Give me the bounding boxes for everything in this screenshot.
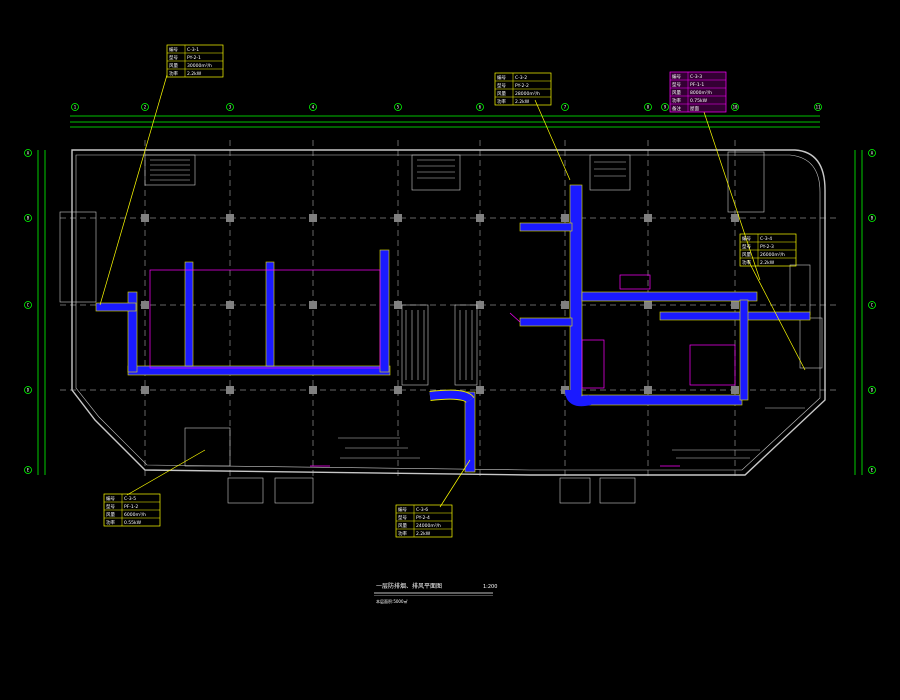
tag-field-label: 风量: [672, 89, 681, 96]
tag-field-label: 编号: [106, 495, 115, 502]
axis-labels-side: A A B B C C D D E E: [27, 151, 874, 473]
tag-field-value: PF-1-2: [124, 504, 138, 510]
tag-field-label: 功率: [106, 519, 115, 526]
tag-field-value: 6000m³/h: [124, 512, 146, 518]
axis-label-side: A: [871, 151, 874, 156]
exhaust-zones: [149, 269, 736, 467]
tag-field-value: C-3-4: [760, 236, 772, 242]
tag-field-value: C-3-2: [515, 75, 527, 81]
axis-label-top: 8: [647, 105, 650, 110]
axis-labels-top: 1 2 3 4 5 6 7 8 9 10 11: [74, 105, 821, 110]
tag-field-label: 型号: [672, 81, 681, 88]
tag-field-label: 风量: [497, 90, 506, 97]
tag-field-label: 功率: [672, 97, 681, 104]
tag-field-label: 备注: [672, 105, 681, 112]
tag-field-value: 30000m³/h: [187, 63, 212, 69]
columns: [141, 214, 739, 394]
leader-lines: [99, 74, 806, 508]
tag-field-value: PY-2-4: [416, 515, 430, 521]
tag-field-label: 功率: [497, 98, 506, 105]
drawing-title-block: 一层防排烟、排风平面图 1:200 本层面积:5000㎡: [374, 582, 497, 604]
axis-bubbles-top: [71, 103, 822, 111]
tag-right: 编号 C-3-4 型号 PY-2-3 风量 26000m³/h 功率 2.2kW: [739, 233, 797, 267]
axis-label-side: B: [27, 216, 30, 221]
tag-top-center: 编号 C-3-2 型号 PY-2-2 风量 28000m³/h 功率 2.2kW: [494, 72, 552, 106]
drawing-subtitle: 本层面积:5000㎡: [376, 598, 408, 604]
axis-label-top: 3: [229, 105, 232, 110]
tag-field-value: PY-2-2: [515, 83, 529, 89]
annotation-marks: [338, 407, 805, 459]
axis-label-side: D: [871, 388, 874, 393]
structural-grid: [60, 140, 840, 480]
equipment-tags: 编号 C-3-1 型号 PY-2-1 风量 30000m³/h 功率 2.2kW 编号 C-3-2…: [103, 44, 797, 538]
axis-label-side: D: [27, 388, 30, 393]
tag-field-value: 2.2kW: [187, 71, 202, 77]
tag-field-label: 型号: [169, 54, 178, 61]
tag-field-label: 功率: [169, 70, 178, 77]
tag-field-value: 24000m³/h: [416, 523, 441, 529]
tag-field-value: PY-2-3: [760, 244, 774, 250]
tag-field-value: 2.2kW: [515, 99, 530, 105]
tag-frame: [669, 71, 727, 113]
tag-field-label: 编号: [672, 73, 681, 80]
tag-field-label: 型号: [398, 514, 407, 521]
tag-field-label: 编号: [169, 46, 178, 53]
tag-field-value: 0.75kW: [690, 98, 708, 104]
tag-field-value: PF-1-1: [690, 82, 704, 88]
tag-field-value: 0.55kW: [124, 520, 142, 526]
tag-field-value: 2.2kW: [760, 260, 775, 266]
axis-label-top: 7: [564, 105, 567, 110]
axis-label-top: 10: [733, 105, 738, 110]
tag-field-value: 26000m³/h: [760, 252, 785, 258]
tag-bottom-left: 编号 C-3-5 型号 PF-1-2 风量 6000m³/h 功率 0.55kW: [103, 493, 161, 527]
tag-field-label: 型号: [742, 243, 751, 250]
axis-label-side: C: [871, 303, 874, 308]
tag-field-value: 28000m³/h: [515, 91, 540, 97]
axis-label-side: E: [871, 468, 874, 473]
axis-label-top: 2: [144, 105, 147, 110]
tag-field-label: 风量: [398, 522, 407, 529]
drawing-scale: 1:200: [483, 584, 497, 590]
axis-label-top: 6: [479, 105, 482, 110]
tag-field-value: C-3-5: [124, 496, 136, 502]
tag-top-right: 编号 C-3-3 型号 PF-1-1 风量 8000m³/h 功率 0.75kW 备注 屋面: [669, 71, 727, 113]
dimension-lines: [37, 115, 863, 475]
tag-field-label: 型号: [497, 82, 506, 89]
axis-label-top: 9: [664, 105, 667, 110]
axis-label-top: 11: [816, 105, 821, 110]
tag-field-label: 功率: [398, 530, 407, 537]
tag-field-label: 编号: [398, 506, 407, 513]
tag-field-value: C-3-3: [690, 74, 702, 80]
tag-field-value: C-3-1: [187, 47, 199, 53]
tag-field-value: PY-2-1: [187, 55, 201, 61]
tag-field-label: 功率: [742, 259, 751, 266]
tag-field-label: 风量: [169, 62, 178, 69]
axis-label-top: 4: [312, 105, 315, 110]
ducts: [95, 184, 811, 473]
tag-field-label: 编号: [742, 235, 751, 242]
axis-label-side: E: [27, 468, 30, 473]
tag-field-value: C-3-6: [416, 507, 428, 513]
axis-label-side: C: [27, 303, 30, 308]
drawing-title: 一层防排烟、排风平面图: [376, 582, 442, 590]
stair-cores: [59, 151, 823, 504]
tag-field-label: 编号: [497, 74, 506, 81]
axis-label-side: B: [871, 216, 874, 221]
tag-field-label: 风量: [106, 511, 115, 518]
axis-label-top: 1: [74, 105, 77, 110]
tag-field-label: 型号: [106, 503, 115, 510]
tag-field-label: 风量: [742, 251, 751, 258]
tag-field-value: 屋面: [690, 106, 699, 112]
tag-bottom-center: 编号 C-3-6 型号 PY-2-4 风量 24000m³/h 功率 2.2kW: [395, 504, 453, 538]
building-outline: [71, 149, 826, 476]
axis-bubbles-side: [24, 149, 876, 474]
tag-top-left: 编号 C-3-1 型号 PY-2-1 风量 30000m³/h 功率 2.2kW: [166, 44, 224, 78]
axis-label-top: 5: [397, 105, 400, 110]
tag-field-value: 2.2kW: [416, 531, 431, 537]
tag-field-value: 8000m³/h: [690, 90, 712, 96]
axis-label-side: A: [27, 151, 30, 156]
